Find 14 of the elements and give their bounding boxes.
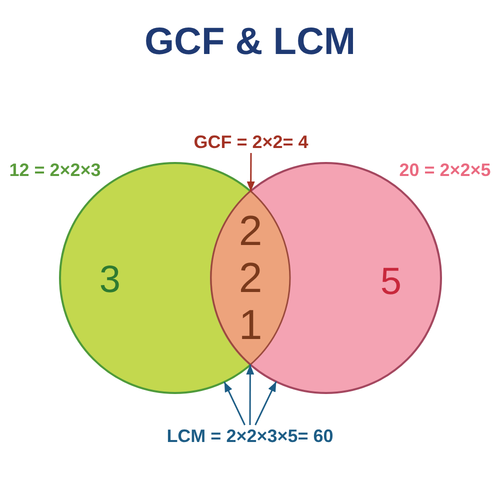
formula-label: GCF = 2×2= 4 bbox=[194, 133, 308, 151]
arrow bbox=[224, 382, 246, 426]
region-number: 3 bbox=[99, 261, 121, 299]
arrow bbox=[254, 381, 277, 426]
region-number: 2 bbox=[238, 210, 262, 252]
region-number: 5 bbox=[380, 263, 402, 301]
set-label: 20 = 2×2×5 bbox=[399, 161, 491, 179]
region-number: 1 bbox=[238, 304, 262, 346]
formula-label: LCM = 2×2×3×5= 60 bbox=[166, 427, 334, 445]
arrow bbox=[246, 364, 254, 425]
set-label: 12 = 2×2×3 bbox=[9, 161, 101, 179]
arrow bbox=[246, 153, 255, 192]
title: GCF & LCM bbox=[144, 23, 356, 61]
region-number: 2 bbox=[238, 256, 262, 299]
